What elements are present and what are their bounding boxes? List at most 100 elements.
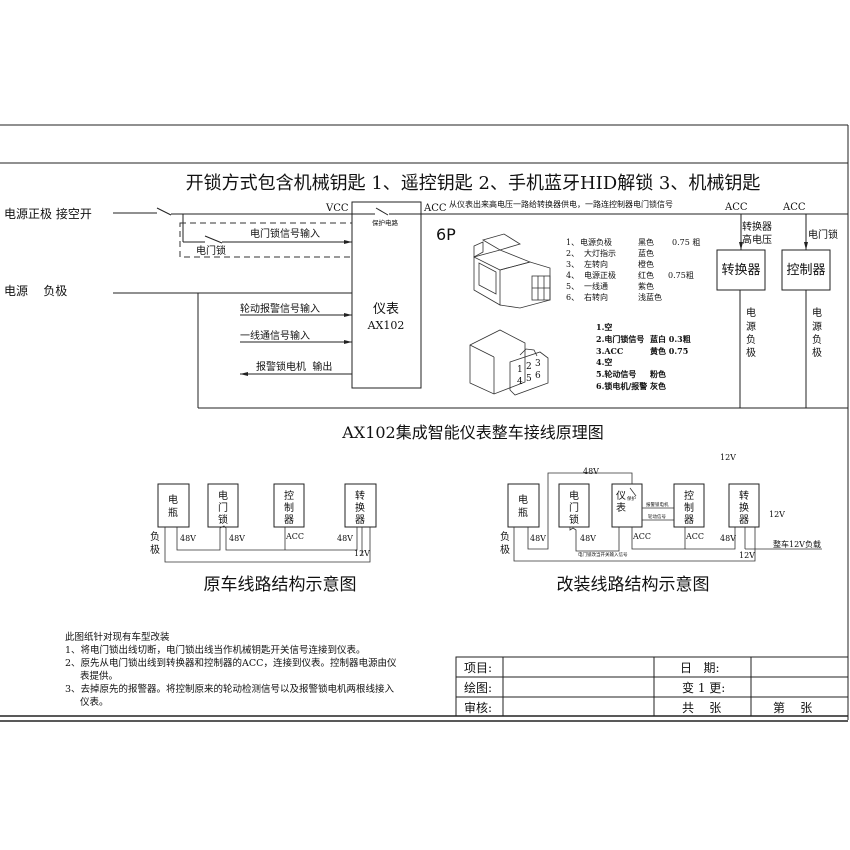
diagram-label: 蓝白 0.3粗 — [650, 334, 691, 344]
diagram-label: 瓶 — [518, 506, 528, 519]
diagram-label: 瓶 — [168, 506, 178, 519]
diagram-label: 控 — [284, 489, 294, 502]
diagram-label: 1、 — [566, 238, 579, 247]
converter-hv-label-2: 高电压 — [742, 233, 772, 246]
diagram-label: 转 — [739, 489, 749, 502]
total-sheets-label: 共 张 — [682, 701, 721, 715]
main-schematic: 电源正极 接空开 电门锁信号输入 电门锁 VCC 保护电路 仪表 AX102 A… — [4, 199, 848, 409]
pin-row: 5、一线通 紫色 — [566, 281, 654, 291]
pin-row: 3.ACC 黄色 0.75 — [596, 346, 688, 356]
diagram-label: 黄色 0.75 — [650, 346, 688, 356]
diagram-label: 1、将电门锁出线切断，电门锁出线当作机械钥匙开关信号连接到仪表。 — [65, 644, 366, 656]
diagram-label: 报警锁电机 — [646, 501, 669, 508]
diagram-label: 器 — [355, 514, 365, 526]
diagram-label: 黑色 — [638, 237, 654, 247]
diagram-label: 3.ACC — [596, 346, 623, 356]
controller-label: 控制器 — [786, 263, 825, 278]
diagram-label: 浅蓝色 — [638, 292, 662, 302]
converter-hv-label-1: 转换器 — [742, 220, 772, 233]
diagram-label: 橙色 — [638, 259, 654, 269]
original-wiring-diagram: 电瓶 电门锁 控制器 转换器 负极 48V 48V ACC 48V 12V — [150, 483, 377, 563]
page-title: 开锁方式包含机械钥匙 1、遥控钥匙 2、手机蓝牙HID解锁 3、机械钥匙 — [186, 173, 761, 194]
pin-row: 2、大灯指示蓝色 — [566, 248, 654, 258]
pin-row: 5.轮动信号 粉色 — [596, 369, 666, 379]
diagram-label: 2 — [526, 362, 532, 372]
diagram-label: 6 — [535, 371, 541, 381]
meter-name: 仪表 — [373, 302, 399, 317]
diagram-label: 12V — [720, 453, 736, 462]
diagram-label: 紫色 — [638, 281, 654, 291]
change-label: 变 1 更: — [682, 680, 725, 695]
diagram-label: 电 — [569, 489, 579, 502]
connector-2-drawing — [469, 329, 549, 396]
diagram-label: 48V — [530, 534, 546, 543]
diagram-label: 门 — [569, 501, 579, 514]
meter-model: AX102 — [367, 319, 405, 332]
diagram-label: 2、 — [566, 249, 579, 258]
title-block: 项目: 绘图: 审核: 日 期: 变 1 更: 共 张 第 张 — [455, 656, 849, 717]
vcc-label: VCC — [325, 203, 349, 214]
diagram-label: 控 — [684, 489, 694, 502]
diagram-label: 负 — [812, 333, 822, 346]
main-caption: AX102集成智能仪表整车接线原理图 — [341, 423, 604, 442]
diagram-label: ACC — [632, 532, 651, 541]
diagram-label: 3 — [535, 359, 541, 369]
diagram-label: 锁 — [218, 513, 228, 526]
acc-controller-label: ACC — [782, 202, 806, 213]
converter-label: 转换器 — [721, 263, 760, 278]
diagram-label: 灰色 — [650, 381, 666, 391]
diagram-label: 6.锁电机/报警 — [596, 381, 647, 391]
diagram-label: 1 — [517, 365, 523, 375]
diagram-label: 整车12V负载 — [773, 539, 821, 549]
diagram-label: 换 — [739, 501, 749, 514]
diagram-label: 12V — [739, 551, 755, 560]
diagram-label: 1.空 — [596, 322, 612, 332]
diagram-label: 保护 — [627, 495, 636, 502]
diagram-label: 一线通 — [584, 281, 608, 291]
diagram-label: ACC — [285, 532, 304, 541]
diagram-label: 仪 — [616, 490, 626, 502]
diagram-label: 极 — [746, 346, 756, 359]
diagram-label: 右转向 — [584, 292, 608, 302]
diagram-label: 表 — [616, 501, 626, 514]
drawn-label: 绘图: — [464, 680, 492, 695]
diagram-label: 电门锁改当开关输入信号 — [578, 551, 628, 558]
diagram-label: 6、 — [566, 293, 579, 302]
date-label: 日 期: — [680, 661, 720, 675]
door-lock-right-label: 电门锁 — [808, 228, 838, 241]
pin-row: 1.空 — [596, 322, 612, 332]
pin-row: 4.空 — [596, 357, 612, 367]
diagram-label: 轮动信号 — [648, 513, 666, 520]
diagram-label: 5、 — [566, 282, 579, 291]
door-lock-signal-label: 电门锁信号输入 — [250, 227, 320, 240]
wheel-alarm-input-label: 轮动报警信号输入 — [240, 302, 320, 315]
diagram-label: 换 — [355, 501, 365, 514]
diagram-label: 极 — [150, 543, 160, 556]
meter-ax102-box — [351, 201, 422, 389]
diagram-label: 电 — [168, 493, 178, 506]
diagram-label: 粉色 — [650, 369, 666, 379]
diagram-label: 电 — [812, 306, 822, 319]
modification-notes: 此图纸针对现有车型改装 1、将电门锁出线切断，电门锁出线当作机械钥匙开关信号连接… — [65, 631, 397, 708]
diagram-label: 负 — [150, 530, 160, 543]
converter-box — [716, 249, 766, 291]
diagram-label: 0.75粗 — [668, 270, 694, 280]
acc-note: 从仪表出来高电压一路给转换器供电，一路连控制器电门锁信号 — [449, 199, 673, 209]
diagram-label: 4 — [517, 377, 523, 387]
diagram-label: 器 — [284, 514, 294, 526]
diagram-label: 48V — [583, 467, 599, 476]
diagram-label: 48V — [580, 534, 596, 543]
diagram-label: 锁 — [569, 513, 579, 526]
diagram-label: 器 — [739, 514, 749, 526]
diagram-label: 电源正极 — [584, 270, 616, 280]
diagram-label: 12V — [769, 510, 785, 519]
one-wire-input-label: 一线通信号输入 — [240, 329, 310, 342]
diagram-label: 源 — [812, 320, 822, 333]
diagram-label: 3、去掉原先的报警器。将控制原来的轮动检测信号以及报警锁电机两根线接入 — [65, 683, 395, 695]
diagram-label: 极 — [500, 543, 510, 556]
diagram-label: 12V — [354, 549, 370, 558]
diagram-label: 5.轮动信号 — [596, 369, 636, 379]
